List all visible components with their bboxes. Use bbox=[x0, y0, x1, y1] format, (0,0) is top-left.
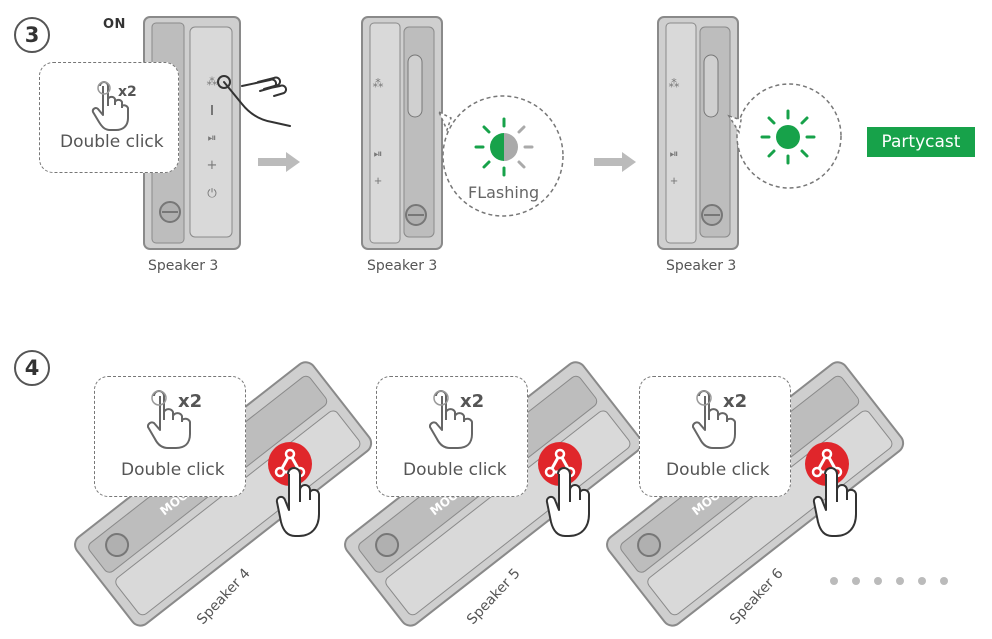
x2-label: x2 bbox=[723, 391, 748, 412]
speaker-caption: Speaker 3 bbox=[148, 258, 219, 274]
party-connect-icon bbox=[268, 442, 320, 537]
speaker-caption: Speaker 3 bbox=[666, 258, 737, 274]
on-label: ON bbox=[103, 17, 126, 32]
pointing-hand-icon bbox=[91, 81, 129, 131]
more-dots-icon bbox=[830, 577, 948, 585]
right-arrow-icon bbox=[594, 152, 636, 172]
x2-label: x2 bbox=[460, 391, 485, 412]
double-click-label: Double click bbox=[666, 460, 770, 480]
step-4-badge: 4 bbox=[14, 350, 50, 386]
double-click-label: Double click bbox=[121, 460, 225, 480]
pointing-hand-icon bbox=[146, 390, 191, 449]
x2-label: x2 bbox=[178, 391, 203, 412]
svg-text:⁂: ⁂ bbox=[373, 78, 384, 90]
speaker-3-illustration-c: ⁂ ⏯ + bbox=[657, 16, 739, 250]
double-click-label: Double click bbox=[403, 460, 507, 480]
party-connect-icon bbox=[805, 442, 857, 537]
speaker-3-illustration-b: ⁂ ⏯ + bbox=[361, 16, 443, 250]
svg-text:⁂: ⁂ bbox=[207, 75, 218, 88]
svg-text:⏯: ⏯ bbox=[208, 131, 217, 144]
svg-text:⏯: ⏯ bbox=[670, 148, 679, 160]
led-light-icon bbox=[760, 109, 816, 165]
svg-text:+: + bbox=[670, 173, 678, 188]
svg-text:⏻: ⏻ bbox=[207, 186, 217, 200]
pointing-hand-icon bbox=[691, 390, 736, 449]
x2-label: x2 bbox=[118, 84, 137, 100]
svg-text:⏯: ⏯ bbox=[374, 148, 383, 160]
party-connect-icon bbox=[538, 442, 590, 537]
pointing-hand-icon bbox=[217, 75, 291, 127]
right-arrow-icon bbox=[258, 152, 300, 172]
svg-text:+: + bbox=[374, 173, 382, 188]
flashing-label: FLashing bbox=[468, 183, 540, 202]
step-3-badge: 3 bbox=[14, 17, 50, 53]
speaker-caption: Speaker 3 bbox=[367, 258, 438, 274]
partycast-badge: Partycast bbox=[867, 127, 975, 157]
pointing-hand-icon bbox=[428, 390, 473, 449]
led-light-icon bbox=[474, 117, 534, 177]
double-click-label: Double click bbox=[60, 132, 164, 152]
svg-text:⁂: ⁂ bbox=[669, 78, 680, 90]
svg-text:+: + bbox=[207, 158, 218, 173]
